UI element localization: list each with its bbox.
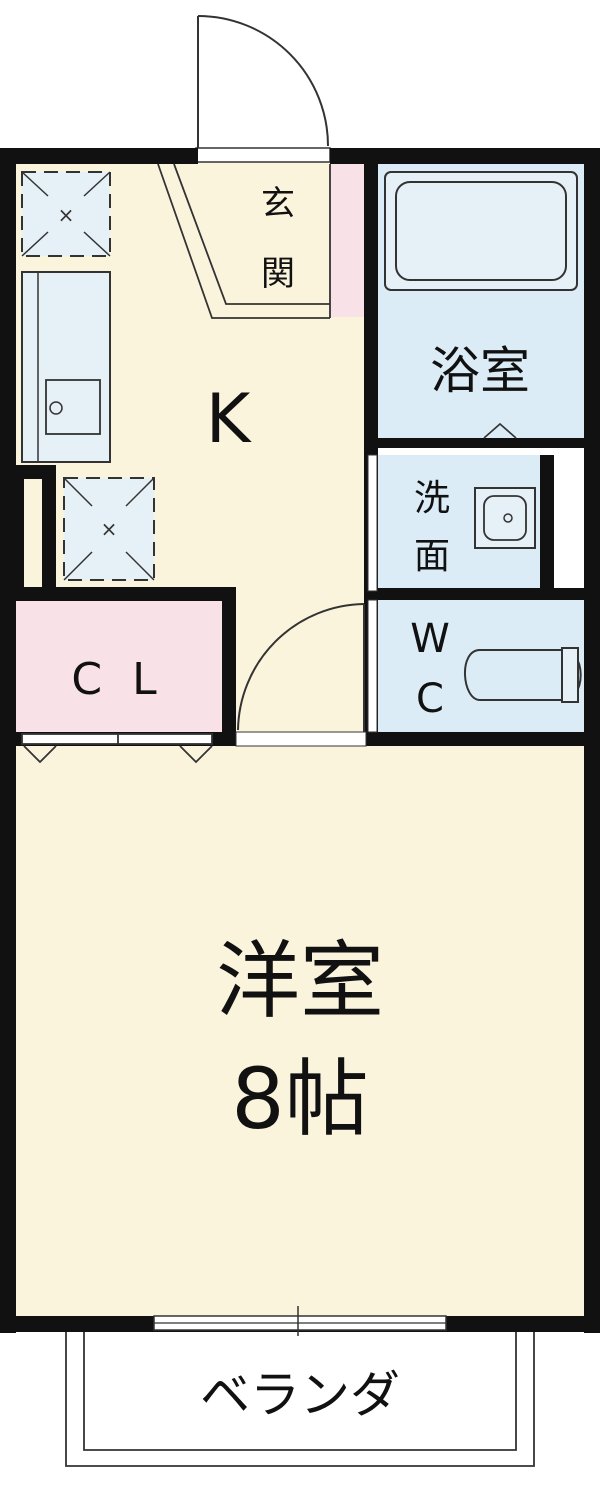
vent-box-lower: ×	[63, 477, 155, 581]
closet-door-track	[21, 733, 213, 764]
entrance-step	[157, 163, 331, 319]
toilet-door-gap	[367, 599, 378, 733]
washbasin	[474, 487, 536, 549]
entrance-pink-strip	[330, 162, 366, 317]
veranda-label: ベランダ	[200, 1366, 400, 1424]
veranda-outline	[65, 1332, 535, 1467]
closet-label: C L	[71, 654, 164, 705]
kitchen-door-gap	[235, 731, 367, 747]
vent-box-top: ×	[21, 171, 111, 257]
washroom-label-top: 洗	[414, 478, 450, 519]
western-room-floor	[14, 746, 586, 1318]
western-room-size-label: 8帖	[231, 1050, 368, 1148]
toilet-label-w: W	[410, 616, 450, 662]
kitchen-counter	[21, 271, 111, 463]
bath-label: 浴室	[430, 342, 530, 400]
entrance-label-bottom: 関	[261, 254, 295, 294]
entry-door	[195, 15, 331, 163]
svg-text:×: ×	[58, 203, 75, 227]
toilet-label-c: C	[416, 676, 444, 722]
toilet-fixture	[464, 647, 582, 703]
svg-text:×: ×	[101, 517, 118, 541]
toilet-floor	[375, 600, 586, 734]
washroom-label-bottom: 面	[414, 536, 450, 577]
entrance-label-top: 玄	[261, 184, 295, 224]
bathtub	[384, 171, 578, 439]
kitchen-label: K	[206, 380, 253, 459]
closet-floor	[14, 600, 224, 734]
washroom-door-gap	[367, 454, 378, 592]
balcony-window	[153, 1306, 447, 1336]
western-room-label: 洋室	[216, 932, 384, 1030]
kitchen-door-swing	[237, 603, 365, 732]
